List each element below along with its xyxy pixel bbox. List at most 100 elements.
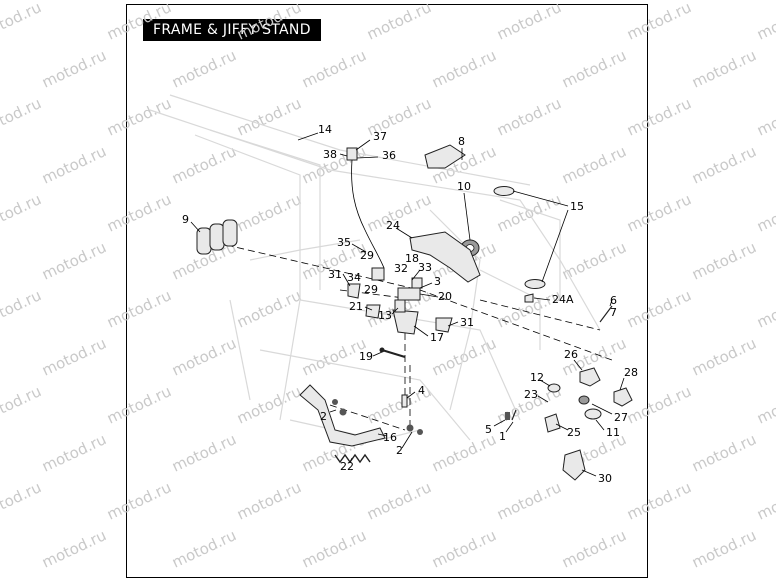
callout-label: 14 [318, 123, 332, 136]
callout-label: 27 [614, 411, 628, 424]
watermark-text: motod.ru [624, 382, 694, 427]
part-11 [584, 408, 602, 420]
watermark-text: motod.ru [0, 94, 44, 139]
callout-label: 19 [359, 350, 373, 363]
part-8-cover [424, 144, 466, 169]
callout-label: 34 [347, 271, 361, 284]
part-30-cover [562, 449, 586, 481]
watermark-text: motod.ru [0, 382, 44, 427]
callout-label: 35 [337, 236, 351, 249]
watermark-text: motod.ru [754, 0, 776, 44]
watermark-text: motod.ru [0, 190, 44, 235]
watermark-text: motod.ru [104, 190, 174, 235]
callout-label: 1 [499, 430, 506, 443]
callout-label: 26 [564, 348, 578, 361]
callout-label: 6 [610, 294, 617, 307]
callout-label: 24A [552, 293, 574, 306]
part-32 [371, 267, 385, 281]
frame-outline [149, 94, 601, 441]
callout-label: 5 [485, 423, 492, 436]
callout-label: 8 [458, 135, 465, 148]
watermark-text: motod.ru [39, 46, 109, 91]
watermark-text: motod.ru [169, 430, 239, 475]
callout-label: 15 [570, 200, 584, 213]
callout-label: 2 [396, 444, 403, 457]
callout-label: 11 [606, 426, 620, 439]
watermark-text: motod.ru [624, 94, 694, 139]
callout-label: 37 [373, 130, 387, 143]
callout-label: 4 [418, 384, 425, 397]
part-37-sensor [346, 147, 358, 161]
watermark-text: motod.ru [39, 238, 109, 283]
part-9-cushions [196, 219, 238, 255]
watermark-text: motod.ru [0, 286, 44, 331]
part-21 [365, 304, 381, 319]
watermark-text: motod.ru [234, 478, 304, 523]
watermark-text: motod.ru [104, 286, 174, 331]
watermark-text: motod.ru [754, 94, 776, 139]
callout-label: 17 [430, 331, 444, 344]
watermark-text: motod.ru [624, 0, 694, 44]
parts [196, 144, 633, 481]
watermark-text: motod.ru [429, 46, 499, 91]
callout-label: 22 [340, 460, 354, 473]
watermark-text: motod.ru [689, 430, 759, 475]
diagram-title: FRAME & JIFFY STAND [143, 19, 321, 41]
callout-label: 29 [364, 283, 378, 296]
callout-label: 9 [182, 213, 189, 226]
callout-label: 7 [610, 306, 617, 319]
leader-lines [190, 132, 625, 477]
watermark-text: motod.ru [0, 478, 44, 523]
watermark-text: motod.ru [559, 142, 629, 187]
watermark-text: motod.ru [39, 526, 109, 571]
watermark-text: motod.ru [754, 382, 776, 427]
watermark-text: motod.ru [234, 94, 304, 139]
part-27 [578, 395, 590, 405]
callout-label: 32 [394, 262, 408, 275]
watermark-text: motod.ru [754, 286, 776, 331]
part-26 [579, 367, 601, 387]
part-31-right [435, 317, 453, 333]
callout-label: 31 [460, 316, 474, 329]
watermark-text: motod.ru [169, 334, 239, 379]
callout-label: 23 [524, 388, 538, 401]
watermark-text: motod.ru [689, 238, 759, 283]
part-20 [397, 287, 421, 301]
watermark-text: motod.ru [169, 526, 239, 571]
part-15-grommet-bottom [524, 279, 546, 289]
callout-label: 3 [434, 275, 441, 288]
watermark-text: motod.ru [39, 430, 109, 475]
callout-label: 38 [323, 148, 337, 161]
part-25 [544, 413, 561, 433]
callout-label: 30 [598, 472, 612, 485]
callout-label: 13 [378, 309, 392, 322]
callout-label: 29 [360, 249, 374, 262]
watermark-text: motod.ru [429, 526, 499, 571]
callout-label: 2 [320, 410, 327, 423]
watermark-text: motod.ru [0, 0, 44, 44]
part-22-spring [334, 453, 371, 464]
watermark-text: motod.ru [234, 286, 304, 331]
sensor-wire [351, 159, 385, 269]
part-16-jiffy-stand [299, 384, 386, 447]
watermark-text: motod.ru [624, 478, 694, 523]
part-3 [411, 277, 423, 289]
callout-label: 36 [382, 149, 396, 162]
watermark-text: motod.ru [39, 142, 109, 187]
watermark-text: motod.ru [299, 526, 369, 571]
callout-label: 25 [567, 426, 581, 439]
watermark-text: motod.ru [689, 526, 759, 571]
watermark-text: motod.ru [429, 430, 499, 475]
diagram-frame [126, 4, 648, 578]
callout-label: 12 [530, 371, 544, 384]
watermark-text: motod.ru [234, 0, 304, 44]
watermark-text: motod.ru [364, 0, 434, 44]
watermark-text: motod.ru [494, 478, 564, 523]
watermark-text: motod.ru [494, 0, 564, 44]
part-31-left [347, 283, 361, 299]
watermark-text: motod.ru [104, 478, 174, 523]
callout-label: 16 [383, 431, 397, 444]
watermark-text: motod.ru [689, 334, 759, 379]
